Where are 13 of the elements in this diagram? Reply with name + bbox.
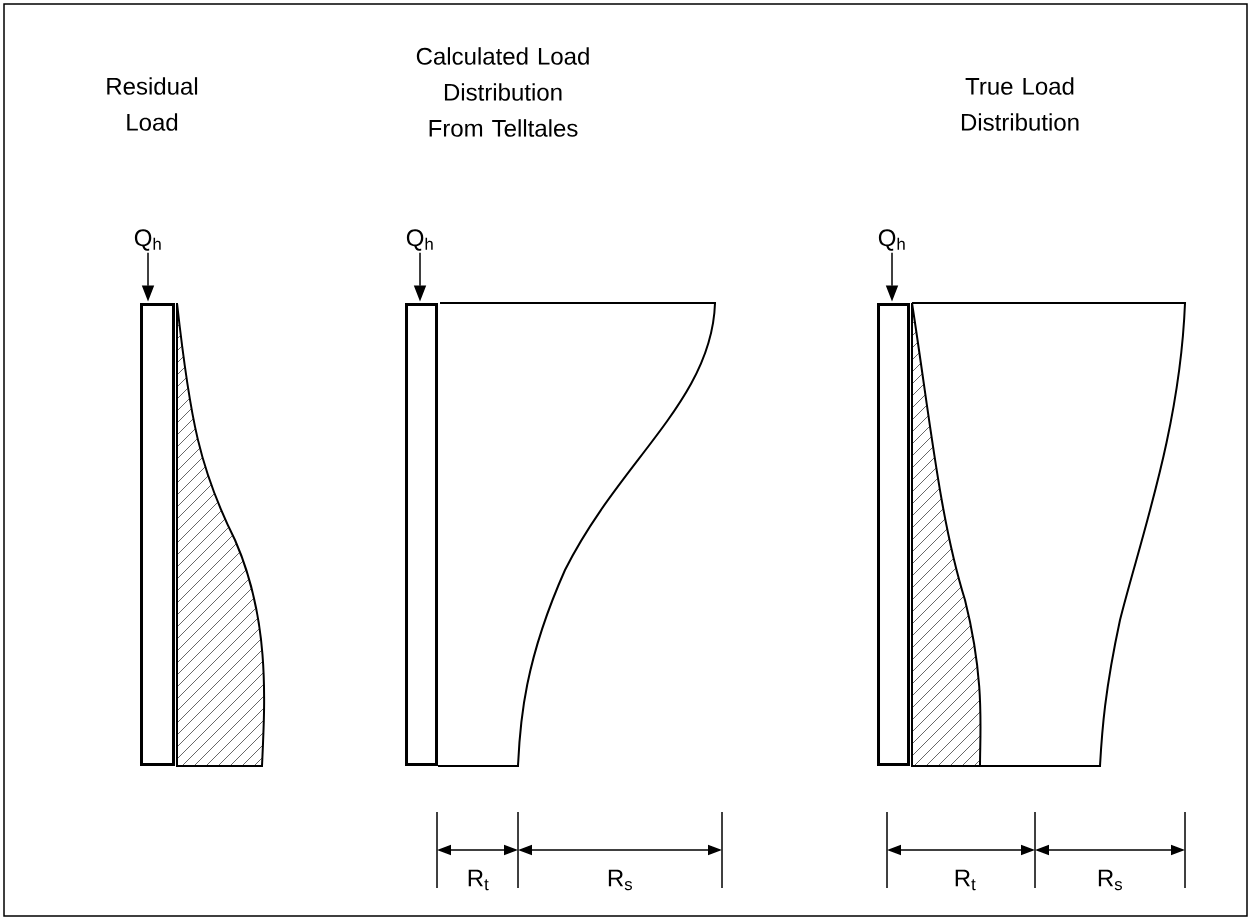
panel-heading: Calculated Load Distribution From Telltales	[416, 47, 589, 137]
pile	[140, 303, 175, 766]
dimension-label: R$_{s}$	[608, 869, 632, 891]
load-label: Q$_{h}$	[878, 229, 905, 251]
pile	[405, 303, 438, 766]
pile	[877, 303, 910, 766]
dimension-label: R$_{t}$	[955, 869, 976, 891]
dimension-label: R$_{s}$	[1098, 869, 1122, 891]
panel-heading: Residual Load	[107, 77, 198, 131]
load-label: Q$_{h}$	[134, 229, 161, 251]
dimension-label: R$_{t}$	[468, 869, 489, 891]
load-label: Q$_{h}$	[406, 229, 433, 251]
panel-heading: True Load Distribution	[961, 77, 1079, 131]
